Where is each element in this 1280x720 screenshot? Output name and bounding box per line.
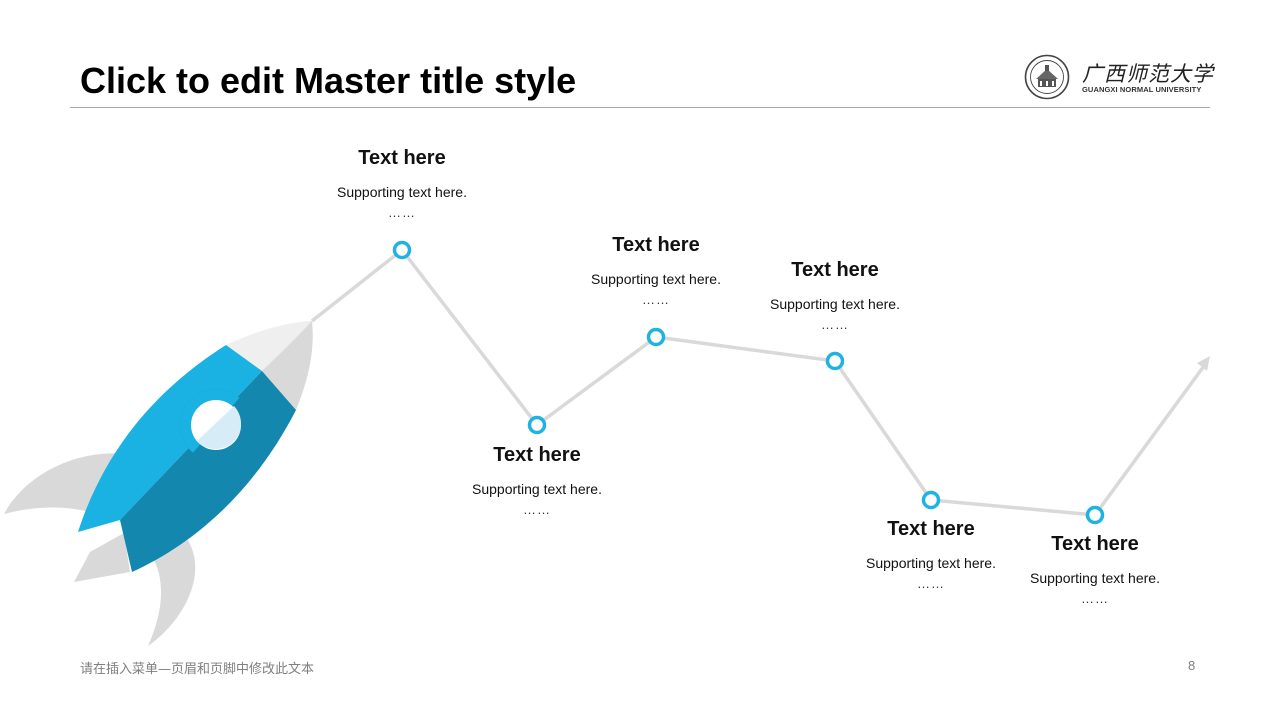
timeline-ellipsis: ……	[821, 317, 849, 332]
timeline-marker-1	[392, 240, 412, 260]
rocket-window-glare	[197, 406, 241, 449]
timeline-item-3[interactable]: Text here Supporting text here. ……	[546, 233, 766, 307]
timeline-text[interactable]: Supporting text here.	[472, 481, 602, 497]
timeline-ellipsis: ……	[1081, 591, 1109, 606]
timeline-path	[310, 248, 1206, 517]
timeline-ellipsis: ……	[917, 576, 945, 591]
rocket-body-dark	[120, 371, 296, 572]
arrow-up-right-icon	[1197, 356, 1210, 371]
timeline-item-4[interactable]: Text here Supporting text here. ……	[725, 258, 945, 332]
slide-title[interactable]: Click to edit Master title style	[80, 60, 577, 101]
timeline-ellipsis: ……	[642, 292, 670, 307]
university-name-cn: 广西师范大学	[1082, 62, 1214, 86]
timeline-marker-6	[1085, 505, 1105, 525]
timeline-marker-3	[646, 327, 666, 347]
timeline-heading[interactable]: Text here	[612, 234, 700, 256]
rocket-exhaust	[74, 533, 130, 582]
timeline-text[interactable]: Supporting text here.	[591, 271, 721, 287]
timeline-text[interactable]: Supporting text here.	[337, 184, 467, 200]
rocket-icon	[4, 321, 313, 646]
timeline-item-6[interactable]: Text here Supporting text here. ……	[985, 532, 1205, 606]
timeline-marker-5	[921, 490, 941, 510]
timeline-heading[interactable]: Text here	[791, 259, 879, 281]
timeline-text[interactable]: Supporting text here.	[866, 555, 996, 571]
title-divider	[70, 107, 1210, 108]
timeline-markers	[392, 240, 1105, 525]
page-number: 8	[1188, 658, 1196, 673]
timeline-heading[interactable]: Text here	[358, 147, 446, 169]
university-seal-icon	[1024, 54, 1070, 100]
timeline-heading[interactable]: Text here	[887, 518, 975, 540]
university-logo: 广西师范大学 GUANGXI NORMAL UNIVERSITY	[1024, 54, 1214, 100]
timeline-ellipsis: ……	[388, 205, 416, 220]
timeline-text[interactable]: Supporting text here.	[770, 296, 900, 312]
university-name-en: GUANGXI NORMAL UNIVERSITY	[1082, 85, 1202, 94]
timeline-item-2[interactable]: Text here Supporting text here. ……	[427, 443, 647, 517]
rocket-fin-lower	[148, 530, 196, 646]
timeline-text[interactable]: Supporting text here.	[1030, 570, 1160, 586]
timeline-item-1[interactable]: Text here Supporting text here. ……	[292, 146, 512, 220]
timeline-marker-2	[527, 415, 547, 435]
timeline-heading[interactable]: Text here	[493, 444, 581, 466]
timeline-item-5[interactable]: Text here Supporting text here. ……	[821, 517, 1041, 591]
rocket-nose-shade	[262, 321, 313, 410]
footer-text[interactable]: 请在插入菜单—页眉和页脚中修改此文本	[80, 662, 315, 677]
timeline-heading[interactable]: Text here	[1051, 533, 1139, 555]
timeline-ellipsis: ……	[523, 502, 551, 517]
timeline-marker-4	[825, 351, 845, 371]
